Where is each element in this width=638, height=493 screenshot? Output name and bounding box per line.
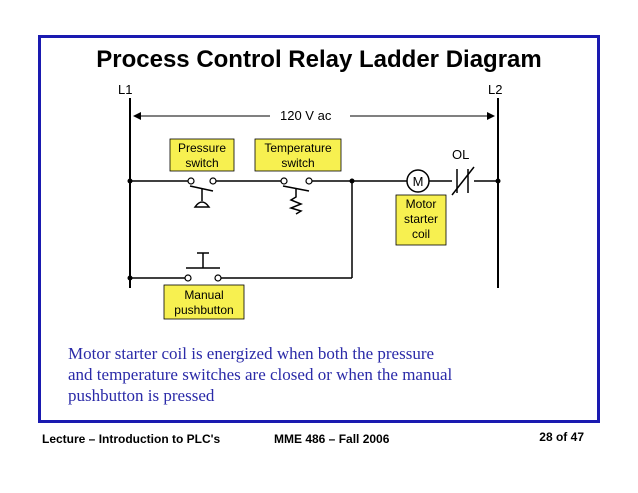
ladder-diagram: L1 L2 120 V ac M OL Pressure switch Temp… bbox=[118, 82, 502, 320]
caption-line-2: and temperature switches are closed or w… bbox=[68, 365, 453, 384]
motor-label-line3: coil bbox=[412, 227, 430, 241]
junction-l1-rung1 bbox=[127, 178, 133, 184]
ol-label: OL bbox=[452, 147, 469, 162]
motor-coil-letter: M bbox=[413, 174, 424, 189]
temperature-switch-contact-left bbox=[280, 177, 288, 185]
pressure-label-line1: Pressure bbox=[178, 141, 226, 155]
temperature-switch-contact-right bbox=[305, 177, 313, 185]
pressure-label-box bbox=[169, 138, 235, 172]
footer-lecture: Lecture – Introduction to PLC's bbox=[42, 432, 221, 446]
l1-label: L1 bbox=[118, 82, 132, 97]
motor-label-line1: Motor bbox=[406, 197, 437, 211]
pressure-switch-diaphragm bbox=[193, 201, 211, 208]
slide-frame bbox=[38, 35, 600, 423]
pressure-switch-contact-right bbox=[209, 177, 217, 185]
junction-l2-rung1 bbox=[495, 178, 501, 184]
voltage-label: 120 V ac bbox=[280, 108, 332, 123]
motor-label-box bbox=[395, 194, 447, 246]
temperature-switch-bulb bbox=[288, 189, 304, 215]
temperature-label-line2: switch bbox=[281, 156, 314, 170]
pressure-switch-contact-left bbox=[187, 177, 195, 185]
footer-page-number: 28 of 47 bbox=[539, 430, 584, 444]
slide-caption: Motor starter coil is energized when bot… bbox=[68, 343, 568, 406]
manual-label-line2: pushbutton bbox=[174, 303, 233, 317]
voltage-arrowhead-left bbox=[133, 112, 141, 120]
manual-label-box bbox=[163, 284, 245, 320]
motor-coil-symbol bbox=[406, 169, 430, 193]
junction-l1-rung2 bbox=[127, 275, 133, 281]
motor-label-line2: starter bbox=[404, 212, 438, 226]
pushbutton-contact-left bbox=[184, 274, 192, 282]
temperature-switch-blade bbox=[282, 185, 310, 192]
temperature-label-line1: Temperature bbox=[264, 141, 332, 155]
slide-title: Process Control Relay Ladder Diagram bbox=[96, 46, 542, 73]
pressure-label-line2: switch bbox=[185, 156, 218, 170]
caption-line-1: Motor starter coil is energized when bot… bbox=[68, 344, 435, 363]
pressure-switch-blade bbox=[189, 185, 214, 192]
temperature-label-box bbox=[254, 138, 342, 172]
caption-line-3: pushbutton is pressed bbox=[68, 386, 215, 405]
voltage-arrowhead-right bbox=[487, 112, 495, 120]
manual-label-line1: Manual bbox=[184, 288, 223, 302]
ol-contact-slash bbox=[451, 166, 475, 196]
pushbutton-contact-right bbox=[214, 274, 222, 282]
l2-label: L2 bbox=[488, 82, 502, 97]
footer-course: MME 486 – Fall 2006 bbox=[274, 432, 390, 446]
